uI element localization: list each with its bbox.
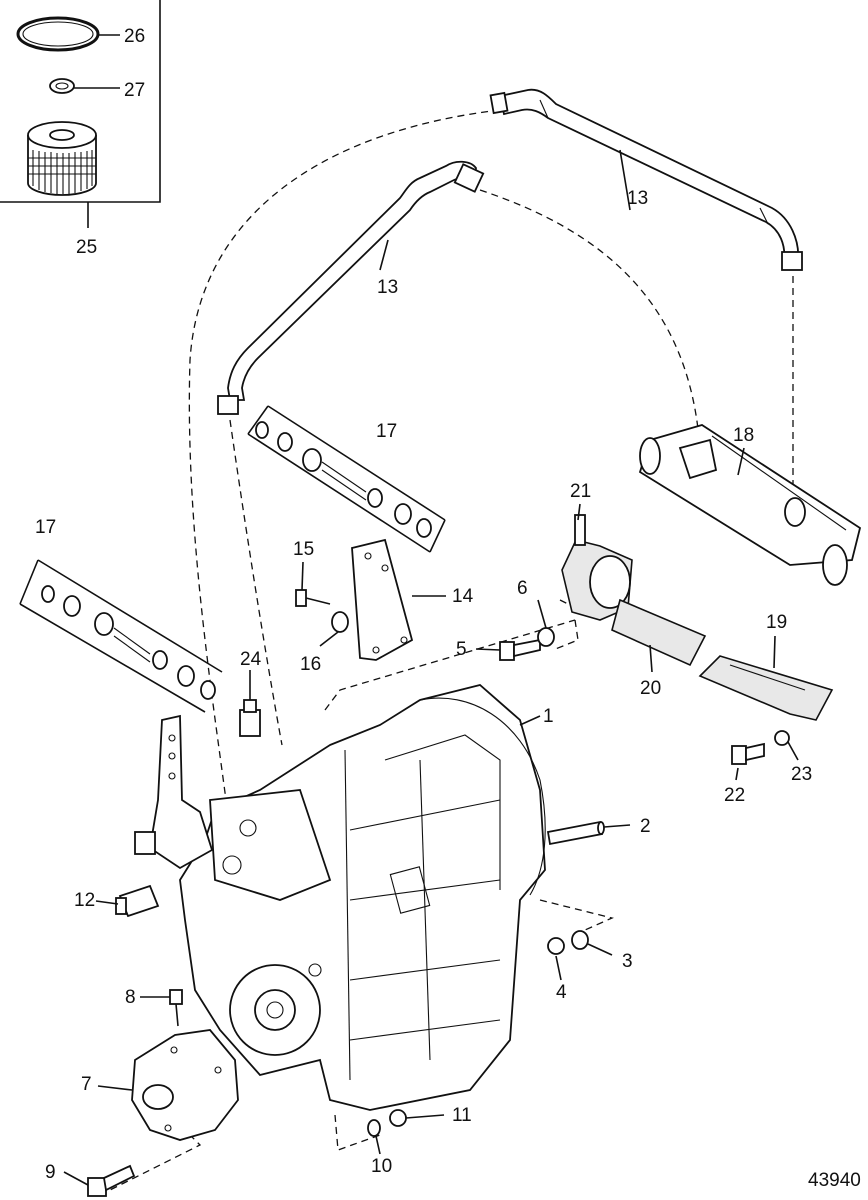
- callout-3: 3: [622, 951, 633, 972]
- callout-25: 25: [76, 237, 97, 258]
- nut-part: [389, 1109, 407, 1127]
- pressure-switch-part: [239, 699, 261, 737]
- coupler-part: [131, 1029, 239, 1141]
- callout-21: 21: [570, 481, 591, 502]
- callout-22: 22: [724, 785, 745, 806]
- o-ring-part: [16, 16, 100, 52]
- callout-11: 11: [452, 1105, 472, 1126]
- dashed-routing-lines: [99, 109, 794, 1196]
- callout-13-upper: 13: [627, 188, 648, 209]
- washer-part: [331, 611, 349, 633]
- callout-1: 1: [543, 706, 554, 727]
- callout-15: 15: [293, 539, 314, 560]
- callout-4: 4: [556, 982, 567, 1003]
- cover-part: [611, 598, 707, 667]
- washer-part: [537, 627, 555, 647]
- fitting-kit-upper-part: [247, 405, 446, 553]
- transmission-housing-part: [134, 684, 546, 1111]
- callout-27: 27: [124, 80, 145, 101]
- callout-2: 2: [640, 816, 651, 837]
- callout-5: 5: [456, 639, 467, 660]
- callout-6: 6: [517, 578, 528, 599]
- callout-23: 23: [791, 764, 812, 785]
- screw-part: [169, 989, 183, 1027]
- callout-24: 24: [240, 649, 262, 670]
- callout-17-upper: 17: [376, 421, 397, 442]
- nut-part: [547, 937, 565, 955]
- figure-number: 43940: [808, 1170, 861, 1191]
- filter-element-part: [27, 121, 97, 196]
- temperature-sender-part: [115, 884, 160, 918]
- callout-7: 7: [81, 1074, 92, 1095]
- callout-12: 12: [74, 890, 95, 911]
- leader-lines: [63, 149, 799, 1186]
- cooling-hose-upper-part: [489, 88, 803, 271]
- callout-10: 10: [371, 1156, 392, 1177]
- callout-9: 9: [45, 1162, 56, 1183]
- callout-18: 18: [733, 425, 754, 446]
- washer-part: [367, 1119, 381, 1137]
- bolt-part: [731, 742, 765, 765]
- oil-cooler-part: [638, 424, 862, 586]
- filter-inset: [0, 0, 161, 228]
- stud-part: [546, 820, 605, 846]
- callout-labels: 1 2 3 4 5 6 7 8 9 10 11 12 13 13 14 15 1…: [35, 26, 812, 1183]
- fitting-kit-left-part: [19, 559, 223, 713]
- callout-8: 8: [125, 987, 136, 1008]
- callout-20: 20: [640, 678, 661, 699]
- cover-plate-part: [351, 538, 414, 661]
- mounting-plate-part: [698, 655, 834, 721]
- screw-part: [295, 589, 331, 607]
- callout-17-left: 17: [35, 517, 56, 538]
- cooling-hose-lower-part: [217, 160, 485, 415]
- callout-19: 19: [766, 612, 787, 633]
- bolt-part: [499, 638, 541, 661]
- retaining-ring-part: [49, 78, 75, 94]
- washer-part: [571, 930, 589, 950]
- oil-cooler-bracket-part: [561, 514, 633, 621]
- nut-part: [774, 730, 790, 746]
- callout-26: 26: [124, 26, 145, 47]
- bolt-part: [87, 1164, 136, 1197]
- callout-16: 16: [300, 654, 321, 675]
- callout-13-lower: 13: [377, 277, 398, 298]
- callout-14: 14: [452, 586, 474, 607]
